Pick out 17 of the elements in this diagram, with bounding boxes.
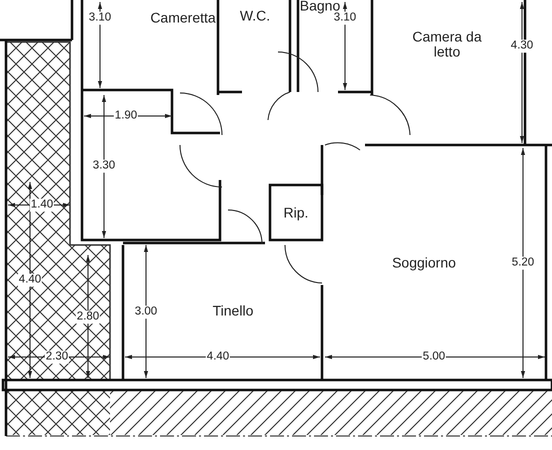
dimension-text: 4.40 <box>18 274 42 286</box>
dimension-text: 3.10 <box>332 12 358 24</box>
dimension-text: 2.30 <box>44 350 70 364</box>
dimension-text: 4.30 <box>510 40 534 52</box>
dimension-text: 3.30 <box>92 160 116 172</box>
dimension-text: 3.00 <box>134 306 158 318</box>
room-label: W.C. <box>240 8 270 24</box>
dimension-text: 1.40 <box>30 198 54 212</box>
room-label: Soggiorno <box>392 255 456 271</box>
room-label: Bagno <box>300 0 340 14</box>
room-label: Camera da letto <box>411 30 483 60</box>
room-label: Tinello <box>212 303 254 319</box>
room-label: Cameretta <box>150 10 216 26</box>
room-label: Rip. <box>284 205 308 221</box>
dimension-text: 3.10 <box>88 12 112 24</box>
dimension-text: 5.20 <box>510 256 536 270</box>
dimension-text: 2.80 <box>76 310 100 324</box>
